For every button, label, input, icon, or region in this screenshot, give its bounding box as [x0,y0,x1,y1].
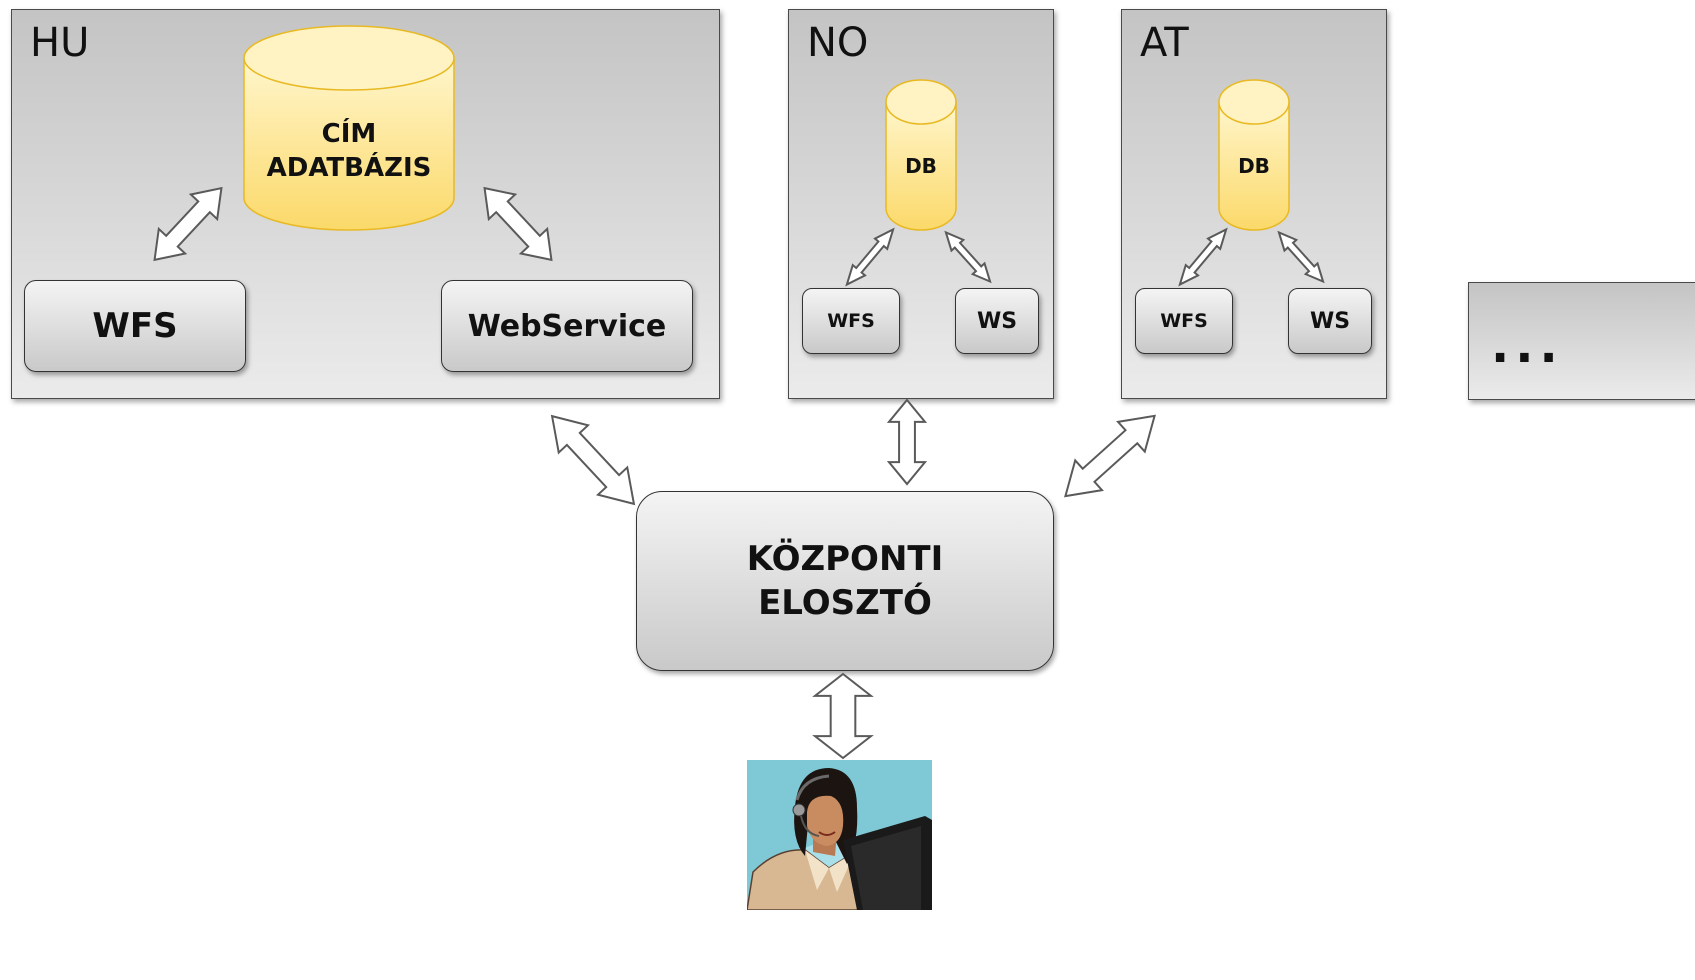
region-panel-no: NO DB WFS WS [788,9,1054,399]
database-label-line2: ADATBÁZIS [266,153,432,183]
double-arrow-icon [537,402,648,517]
ws-box-at: WS [1288,288,1372,354]
double-arrow-icon [471,176,564,272]
ws-box-no: WS [955,288,1039,354]
double-arrow-icon [815,674,871,758]
database-cylinder-icon [243,25,455,231]
wfs-box-at: WFS [1135,288,1233,354]
at-db-cylinder: DB [1217,78,1291,232]
webservice-box-hu: WebService [441,280,693,372]
double-arrow-icon [940,227,996,287]
operator-headset-icon [747,768,932,910]
central-distributor-line2: ELOSZTÓ [758,583,932,623]
no-db-label: DB [905,154,937,178]
region-code-no: NO [807,20,869,66]
wfs-box-no: WFS [802,288,900,354]
double-arrow-icon [841,224,900,289]
wfs-box-hu: WFS [24,280,246,372]
address-database-cylinder: CÍM ADATBÁZIS [242,22,456,232]
operator-avatar [747,760,932,910]
central-distributor-box: KÖZPONTI ELOSZTÓ [636,491,1054,671]
more-regions-panel: ... [1468,282,1695,400]
more-regions-ellipsis: ... [1491,318,1564,374]
region-panel-at: AT DB WFS WS [1121,9,1387,399]
double-arrow-icon [1174,224,1233,289]
database-label-line1: CÍM [321,119,377,149]
no-db-cylinder: DB [884,78,958,232]
database-cylinder-icon [1218,79,1290,231]
region-panel-hu: HU CÍM ADATBÁZIS WFS WebService [11,9,720,399]
double-arrow-icon [1273,227,1329,287]
double-arrow-icon [141,176,234,272]
double-arrow-icon [889,400,925,484]
central-distributor-line1: KÖZPONTI [746,538,944,579]
database-cylinder-icon [885,79,957,231]
region-code-at: AT [1140,20,1189,66]
region-code-hu: HU [30,20,90,66]
double-arrow-icon [1052,401,1168,511]
at-db-label: DB [1238,154,1270,178]
